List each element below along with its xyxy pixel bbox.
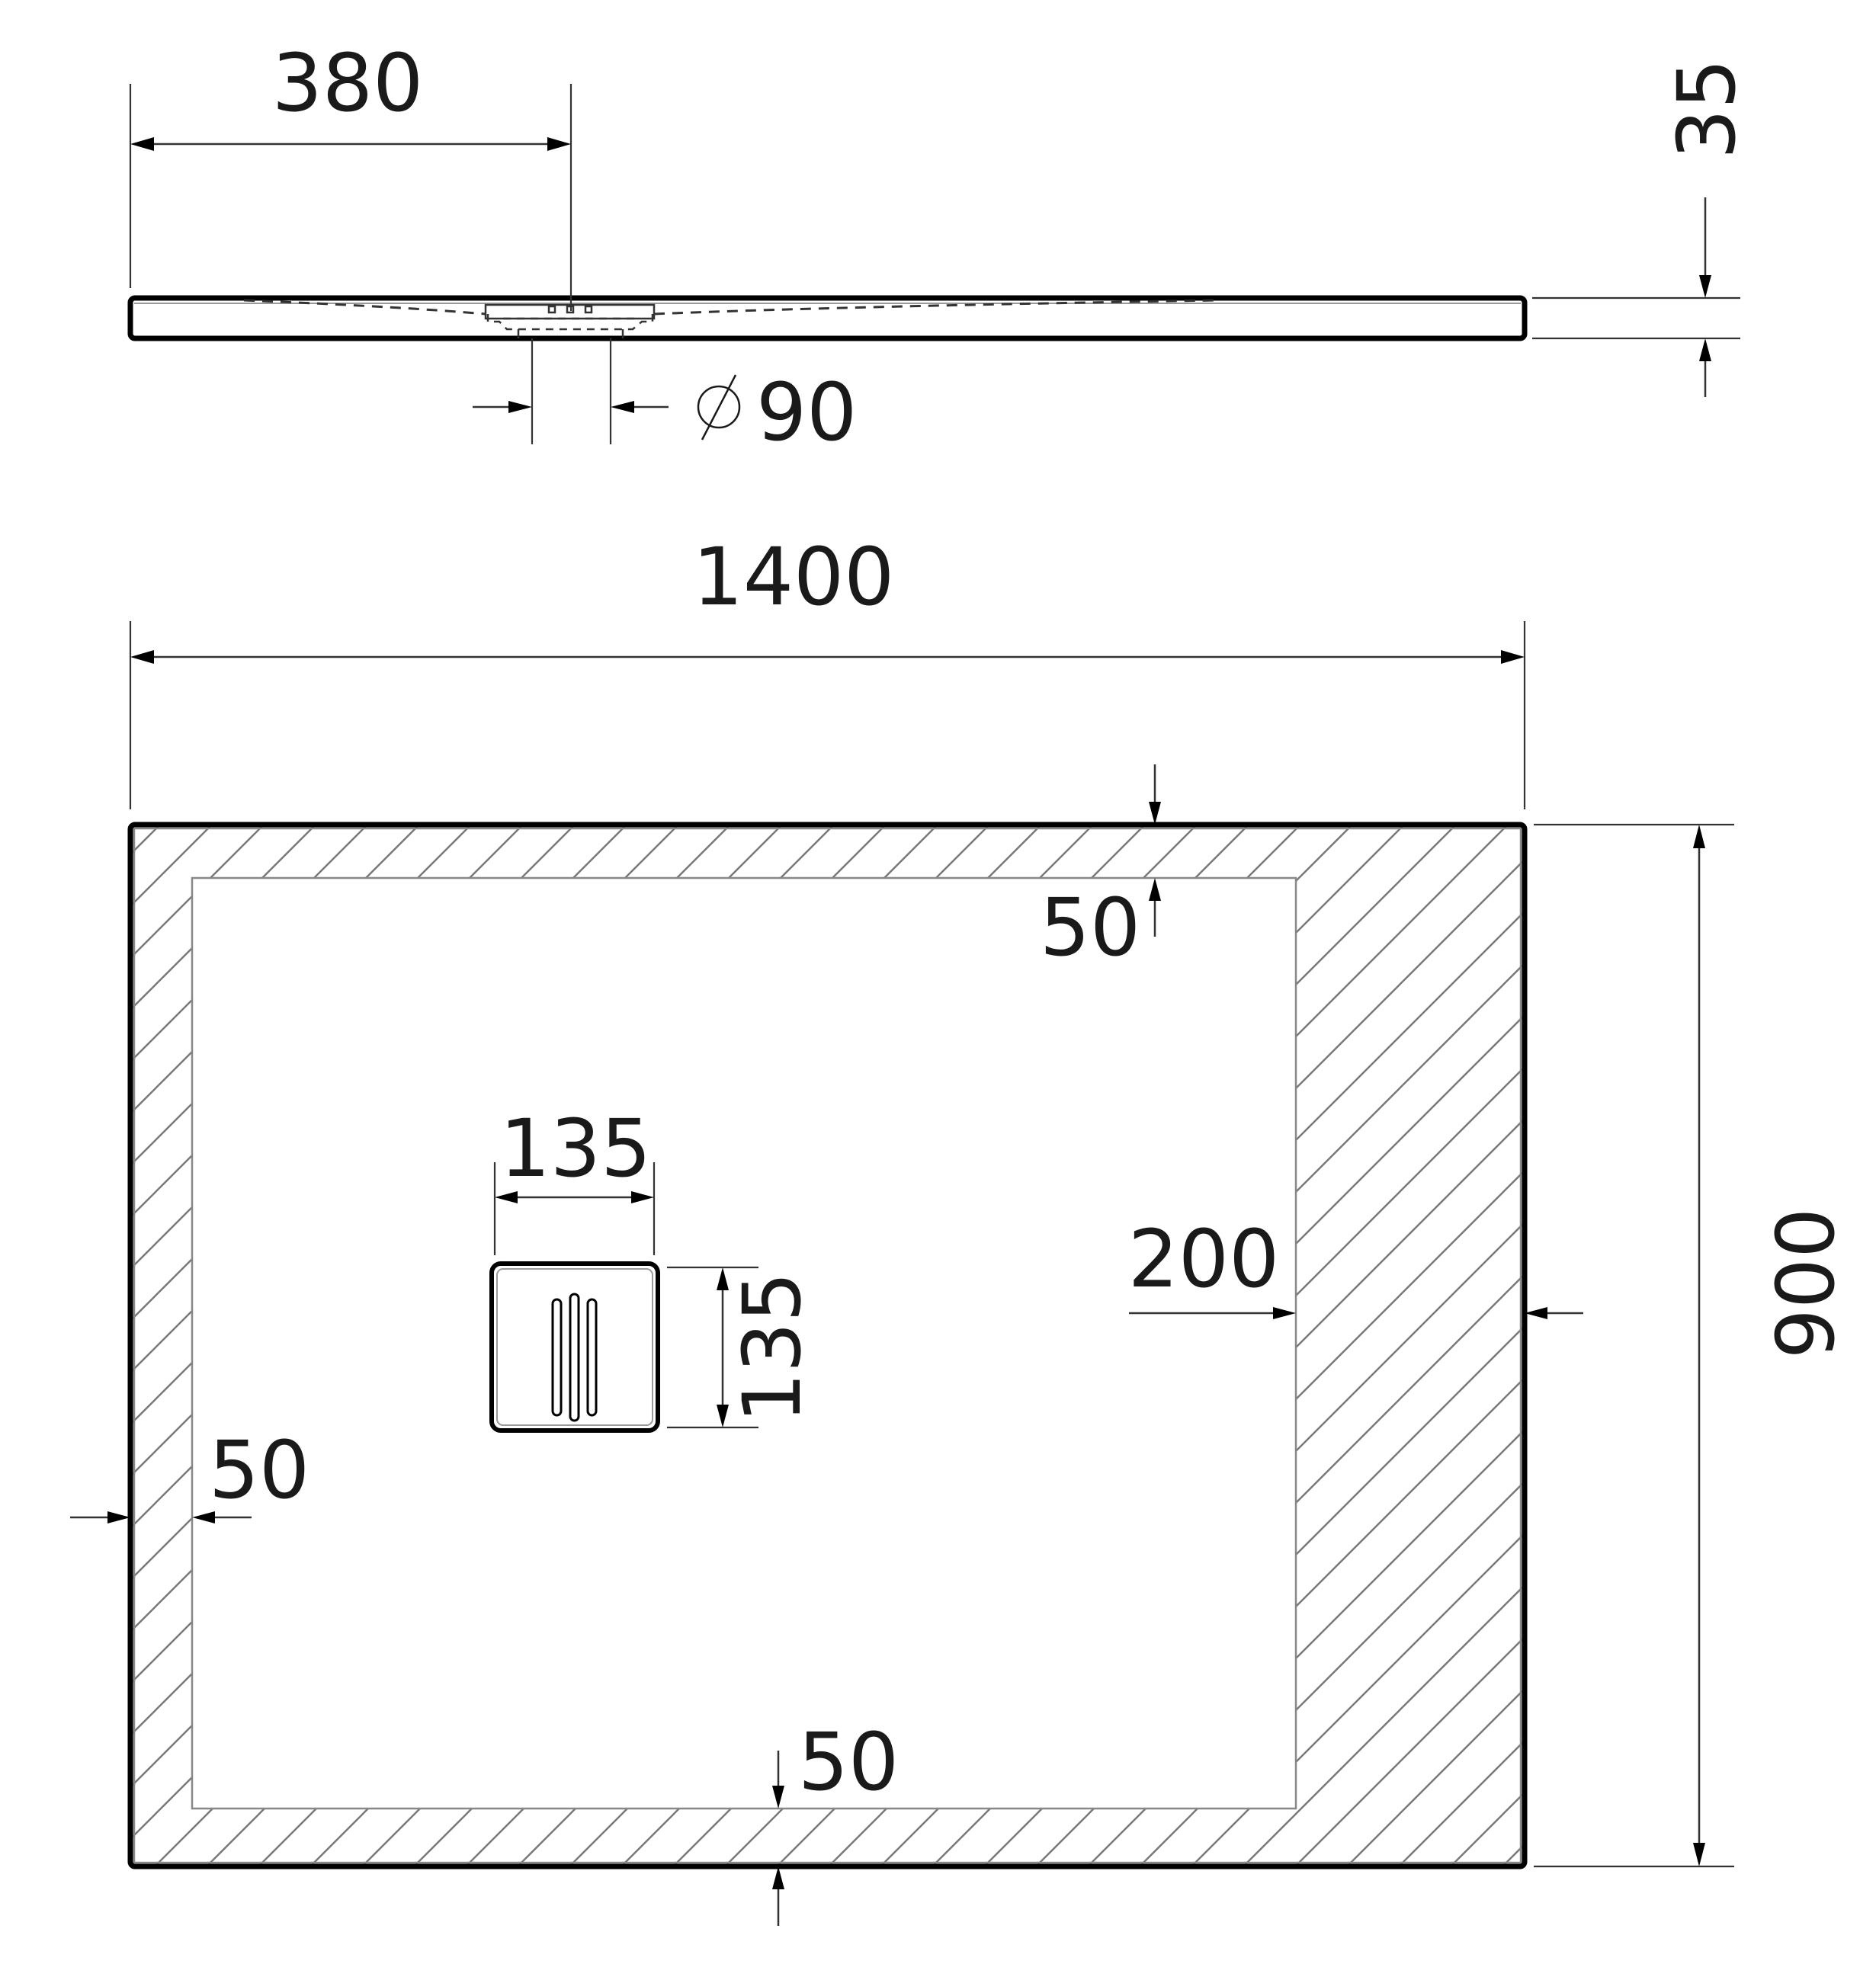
dim-380-label: 380 xyxy=(272,37,424,130)
dim-top-50-label: 50 xyxy=(1040,881,1140,974)
dim-90-label: 90 xyxy=(756,366,857,459)
drain-grate xyxy=(489,1261,660,1433)
dim-grate-height-label: 135 xyxy=(726,1272,819,1424)
outer-inner-edge xyxy=(133,827,1522,1864)
dimension-drain-diameter: 90 xyxy=(473,338,857,459)
dim-1400-label: 1400 xyxy=(693,530,895,623)
grate-slot xyxy=(586,1298,598,1417)
dimension-border-left: 50 xyxy=(70,1424,309,1523)
dim-bottom-50-label: 50 xyxy=(798,1716,899,1809)
dim-left-50-label: 50 xyxy=(209,1424,309,1517)
dimension-grate-height: 135 xyxy=(667,1266,819,1429)
dimension-grate-width: 135 xyxy=(493,1102,656,1255)
hatched-border xyxy=(130,825,1525,1866)
tray-outline xyxy=(127,822,1528,1869)
grate-slot xyxy=(551,1298,563,1417)
dimension-overall-length: 1400 xyxy=(129,530,1526,809)
dimension-drain-offset: 380 xyxy=(129,37,572,311)
dim-grate-width-label: 135 xyxy=(500,1102,652,1195)
slope-hidden-line xyxy=(243,299,1220,316)
shower-area xyxy=(191,876,1297,1810)
dimension-thickness: 35 xyxy=(1532,59,1753,397)
drain-body-hidden xyxy=(484,303,656,338)
side-view: 380 35 90 xyxy=(127,37,1753,459)
grate-slot xyxy=(569,1293,580,1422)
dimension-border-bottom: 50 xyxy=(772,1716,899,1926)
dim-900-label: 900 xyxy=(1759,1208,1852,1360)
dimension-border-top: 50 xyxy=(1040,764,1161,974)
dim-35-label: 35 xyxy=(1660,59,1753,159)
diameter-symbol-icon xyxy=(697,385,741,429)
plan-view: 1400 900 50 50 xyxy=(70,530,1852,1926)
dimension-border-right: 200 xyxy=(1128,1213,1583,1319)
tray-side-profile xyxy=(127,295,1528,341)
dim-right-200-label: 200 xyxy=(1128,1213,1280,1306)
dimension-overall-width: 900 xyxy=(1534,823,1852,1868)
